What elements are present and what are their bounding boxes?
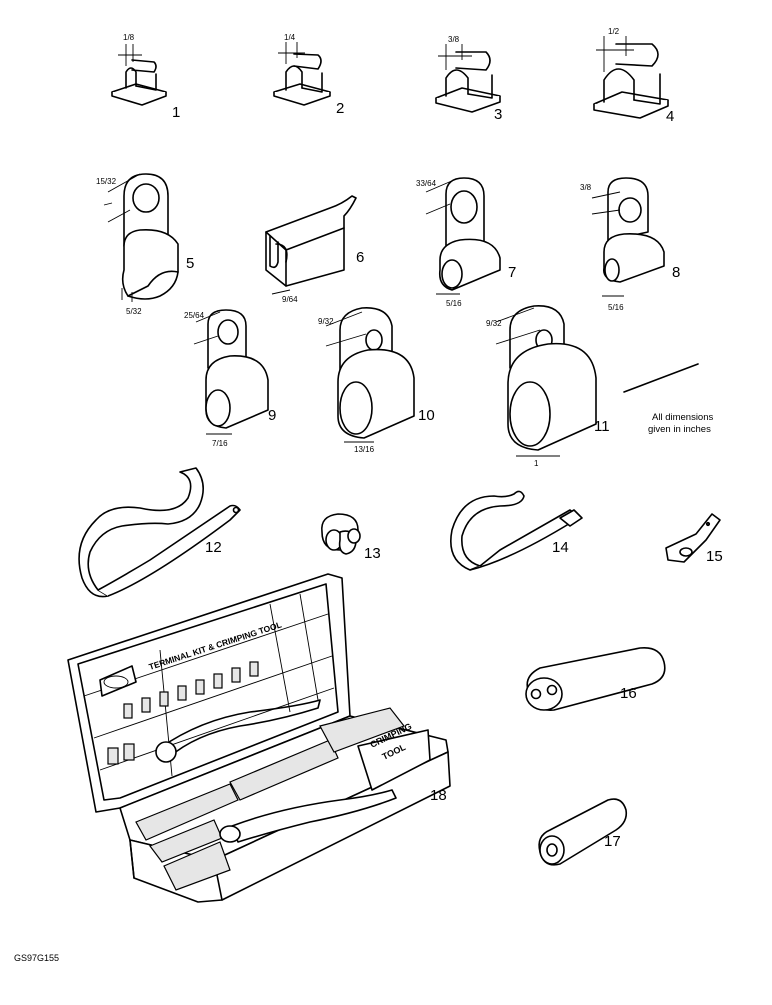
part-number-15: 15: [706, 548, 723, 565]
dimension-5a: 15/32: [96, 177, 117, 186]
dimension-11a: 9/32: [486, 319, 502, 328]
dimension-5b: 5/32: [126, 307, 142, 316]
part-number-2: 2: [336, 100, 344, 117]
dimension-3: 3/8: [448, 35, 460, 44]
divider-line: [623, 363, 699, 393]
dimensions-note-line-1: All dimensions: [652, 412, 713, 423]
cable-strap-12: [78, 467, 241, 598]
part-number-17: 17: [604, 833, 621, 850]
terminal-pictures: [107, 661, 259, 765]
p-clip-8: [591, 177, 665, 297]
part-number-11: 11: [594, 418, 610, 435]
dimensions-note-line-2: given in inches: [648, 424, 711, 435]
saddle-clip-1: [111, 44, 167, 106]
part-number-14: 14: [552, 539, 569, 556]
p-clip-5: [103, 173, 179, 302]
dimension-9a: 25/64: [184, 311, 205, 320]
part-number-5: 5: [186, 255, 194, 272]
p-clip-10: [325, 307, 415, 443]
connector-sleeve-16: [525, 646, 666, 711]
dimension-2: 1/4: [284, 33, 296, 42]
saddle-clip-4: [593, 36, 669, 119]
p-clip-7: [425, 177, 501, 295]
part-number-13: 13: [364, 545, 381, 562]
terminal-kit-box: TERMINAL KIT & CRIMPING TOOL CRIMPING TO…: [67, 573, 451, 903]
dimension-8b: 5/16: [608, 303, 624, 312]
part-number-1: 1: [172, 104, 180, 121]
dimension-7a: 33/64: [416, 179, 437, 188]
saddle-clip-3: [435, 44, 501, 113]
part-number-9: 9: [268, 407, 276, 424]
dimension-9b: 7/16: [212, 439, 228, 448]
dimension-4: 1/2: [608, 27, 620, 36]
part-number-6: 6: [356, 249, 364, 266]
part-number-4: 4: [666, 108, 674, 125]
part-number-3: 3: [494, 106, 502, 123]
dimension-1: 1/8: [123, 33, 135, 42]
part-number-16: 16: [620, 685, 637, 702]
saddle-clip-2: [273, 42, 331, 106]
p-clip-11: [495, 305, 597, 457]
cable-strap-14: [450, 490, 583, 571]
dimension-8a: 3/8: [580, 183, 592, 192]
part-number-18: 18: [430, 787, 447, 804]
connector-sleeve-17: [538, 798, 628, 866]
dimension-10b: 13/16: [354, 445, 375, 454]
dimension-7b: 5/16: [446, 299, 462, 308]
terminal-compartments: [135, 707, 405, 891]
clip-15: [665, 513, 721, 563]
part-number-10: 10: [418, 407, 435, 424]
dimension-10a: 9/32: [318, 317, 334, 326]
p-clip-6: [265, 195, 357, 295]
drawing-code: GS97G155: [14, 953, 59, 963]
part-number-12: 12: [205, 539, 222, 556]
part-number-8: 8: [672, 264, 680, 281]
part-number-7: 7: [508, 264, 516, 281]
p-clip-13: [321, 513, 361, 555]
p-clip-9: [193, 309, 269, 435]
dimension-11b: 1: [534, 459, 539, 468]
dimension-6: 9/64: [282, 295, 298, 304]
